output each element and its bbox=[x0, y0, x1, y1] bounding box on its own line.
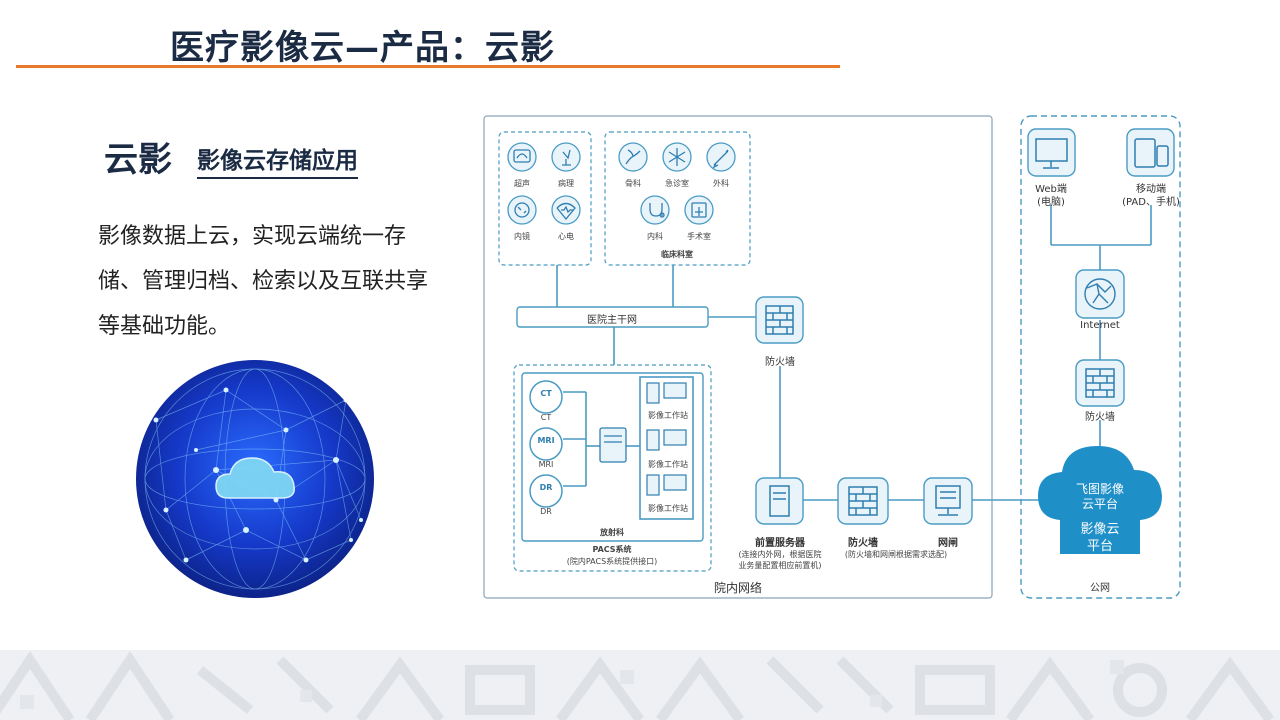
internet-label: Internet bbox=[1080, 320, 1120, 331]
firewall2-note: (防火墙和网闸根据需求选配) bbox=[844, 550, 948, 559]
product-subtitle: 影像云存储应用 bbox=[197, 141, 358, 179]
title-divider bbox=[16, 65, 840, 68]
cloud-platform-title-1: 飞图影像 bbox=[1075, 482, 1125, 496]
workstation-label-2: 影像工作站 bbox=[648, 460, 688, 469]
mobile-client-sub: (PAD、手机) bbox=[1122, 197, 1180, 208]
clinical-dept-label-1: 骨科 bbox=[625, 179, 641, 188]
backbone-label: 医院主干网 bbox=[587, 315, 637, 326]
front-server-note-2: 业务量配置相应前置机) bbox=[738, 561, 822, 570]
page-title: 医疗影像云—产品：云影 bbox=[170, 28, 555, 68]
clinical-dept-label-3: 外科 bbox=[713, 179, 729, 188]
product-name: 云影 bbox=[104, 140, 172, 180]
cloud-globe-image bbox=[136, 360, 374, 598]
web-client-label: Web端 bbox=[1035, 184, 1067, 195]
gatekeeper-label: 网闸 bbox=[938, 538, 958, 549]
ct-label: CT bbox=[540, 413, 552, 422]
cloud-platform-name-2: 平台 bbox=[1086, 539, 1114, 554]
dept-label-1: 超声 bbox=[514, 179, 530, 188]
mri-icon: MRI bbox=[537, 436, 555, 445]
radiology-label: 放射科 bbox=[600, 528, 624, 537]
clinical-dept-label-4: 内科 bbox=[647, 232, 663, 241]
decorative-footer-pattern bbox=[0, 650, 1280, 720]
intranet-label: 院内网络 bbox=[713, 581, 763, 595]
dr-icon: DR bbox=[539, 483, 553, 492]
workstation-label-1: 影像工作站 bbox=[648, 411, 688, 420]
pacs-label: PACS系统 bbox=[592, 545, 632, 554]
dr-label: DR bbox=[540, 507, 552, 516]
mri-label: MRI bbox=[538, 460, 554, 469]
firewall2-label: 防火墙 bbox=[848, 538, 878, 549]
ct-icon: CT bbox=[540, 389, 552, 398]
web-client-sub: (电脑) bbox=[1037, 197, 1065, 208]
pacs-note: (院内PACS系统提供接口) bbox=[566, 557, 658, 566]
cloud-platform-title-2: 云平台 bbox=[1081, 497, 1119, 511]
dept-label-2: 病理 bbox=[558, 179, 574, 188]
cloud-platform-name-1: 影像云 bbox=[1080, 522, 1120, 537]
dept-label-4: 心电 bbox=[558, 232, 574, 241]
clinical-dept-label-2: 急诊室 bbox=[665, 179, 689, 188]
public-network-label: 公网 bbox=[1090, 583, 1110, 594]
workstation-label-3: 影像工作站 bbox=[648, 504, 688, 513]
firewall3-label: 防火墙 bbox=[1085, 412, 1115, 423]
clinical-dept-label-5: 手术室 bbox=[687, 232, 711, 241]
clinical-label: 临床科室 bbox=[661, 250, 693, 259]
mobile-client-label: 移动端 bbox=[1136, 184, 1166, 195]
front-server-note-1: (连接内外网，根据医院 bbox=[738, 550, 822, 559]
firewall-label: 防火墙 bbox=[765, 357, 795, 368]
dept-label-3: 内镜 bbox=[514, 232, 530, 241]
front-server-label: 前置服务器 bbox=[755, 538, 805, 549]
product-description: 影像数据上云，实现云端统一存储、管理归档、检索以及互联共享等基础功能。 bbox=[98, 224, 429, 339]
